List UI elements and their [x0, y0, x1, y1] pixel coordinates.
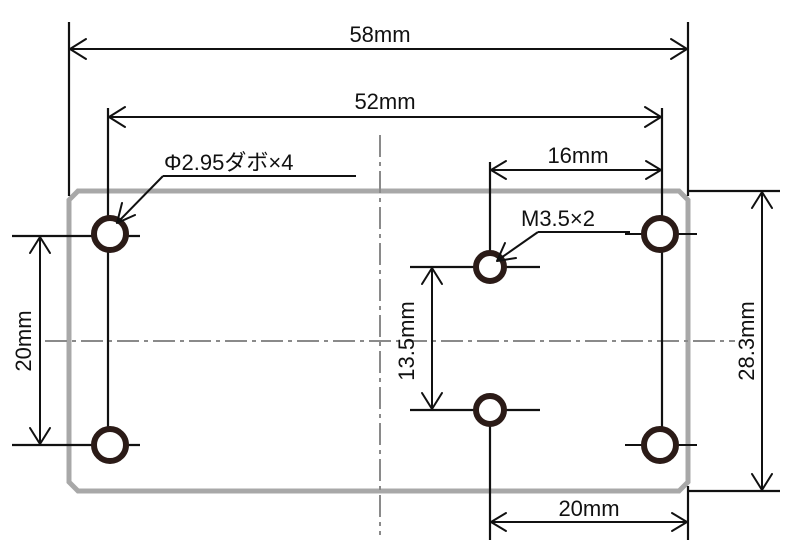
overall-height-dimension — [688, 189, 780, 493]
dowel-hole-bottom-left — [91, 426, 129, 464]
dowel-hole-bottom-right — [641, 426, 679, 464]
overall-width-dimension — [67, 22, 690, 196]
dowel-note-leader — [116, 175, 356, 224]
screw-hole-top — [473, 250, 507, 284]
dowel-span-dimension — [106, 106, 664, 460]
dowel-note-label: Φ2.95ダボ×4 — [164, 150, 293, 175]
screw-offset-label: 16mm — [547, 143, 608, 168]
dowel-hole-top-left — [91, 215, 129, 253]
overall-width-label: 58mm — [349, 22, 410, 47]
screw-note-label: M3.5×2 — [521, 206, 595, 231]
bottom-offset-dimension — [488, 410, 690, 540]
screw-spacing-label: 13.5mm — [394, 301, 419, 380]
left-height-label: 20mm — [11, 310, 36, 371]
bottom-offset-label: 20mm — [558, 496, 619, 521]
overall-height-label: 28.3mm — [734, 301, 759, 380]
screw-hole-bottom — [473, 393, 507, 427]
dowel-hole-top-right — [641, 215, 679, 253]
dowel-span-label: 52mm — [354, 89, 415, 114]
screw-note-leader — [496, 231, 630, 262]
